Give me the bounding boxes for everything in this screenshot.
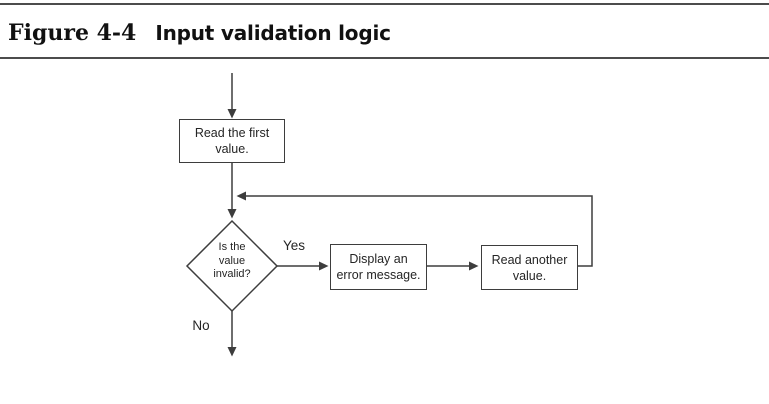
node-label-line: Display an xyxy=(349,252,408,266)
figure-label: Figure 4-4 xyxy=(8,20,137,46)
node-read-first-value: Read the first value. xyxy=(179,119,285,163)
edge-feedback-loop xyxy=(246,195,593,267)
node-label-line: value. xyxy=(512,268,547,283)
node-label-line: Is the xyxy=(218,241,246,253)
node-label-line: value xyxy=(218,254,246,267)
node-label-line: error message. xyxy=(336,268,421,282)
figure-title: Input validation logic xyxy=(155,21,391,45)
arrowhead-down-icon xyxy=(227,109,237,119)
arrowhead-left-icon xyxy=(236,191,246,201)
arrowhead-down-icon xyxy=(227,347,237,357)
node-label-line: Read the first xyxy=(194,126,270,140)
edge-label-yes: Yes xyxy=(282,238,306,253)
figure-header: Figure 4-4 Input validation logic xyxy=(8,20,391,46)
node-label-line: invalid? xyxy=(213,268,251,280)
node-decision-is-value-invalid: Is the value invalid? xyxy=(196,241,268,282)
node-label-line: Read another xyxy=(491,252,568,267)
header-divider-rule xyxy=(0,57,769,59)
arrowhead-right-icon xyxy=(469,261,479,271)
edge-label-no: No xyxy=(192,318,210,333)
node-read-another-value: Read another value. xyxy=(481,245,578,290)
arrowhead-right-icon xyxy=(319,261,329,271)
top-rule xyxy=(0,3,769,5)
node-label-line: value. xyxy=(215,142,249,156)
node-display-error-message: Display an error message. xyxy=(330,244,427,290)
arrowhead-down-icon xyxy=(227,209,237,219)
